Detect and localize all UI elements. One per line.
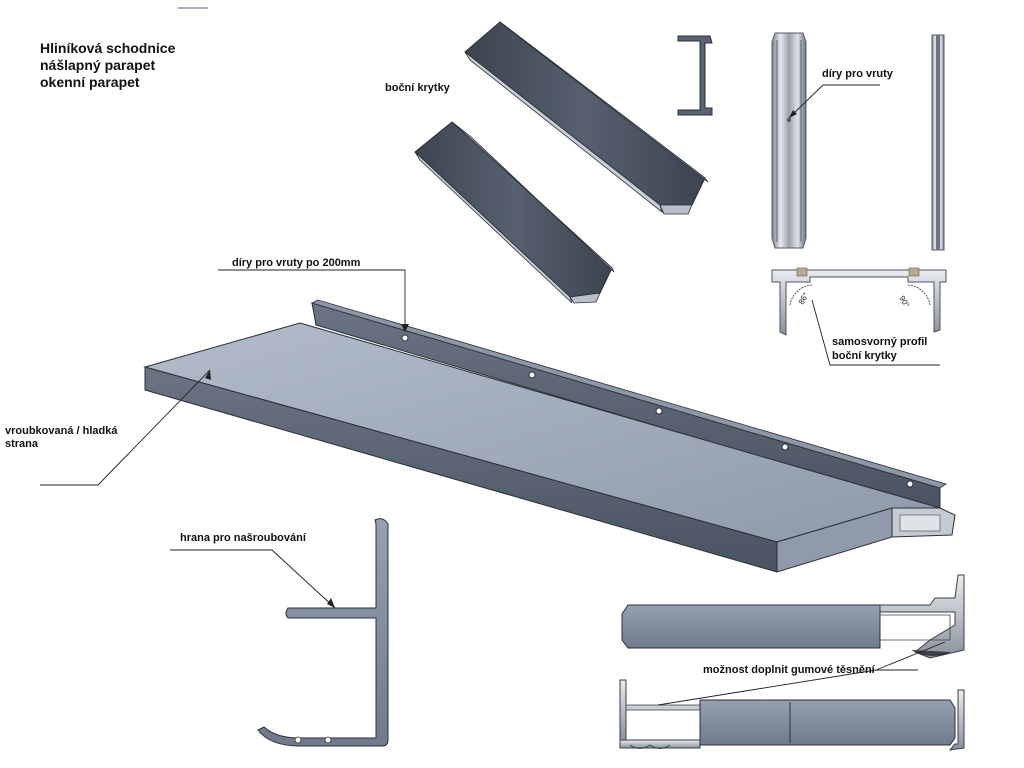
screw-hole-marker bbox=[787, 118, 791, 122]
seal-section-lower bbox=[619, 679, 965, 751]
screw-hole-5 bbox=[906, 480, 914, 488]
main-profile bbox=[143, 299, 956, 573]
cap-cross-section bbox=[677, 35, 713, 116]
label-surface-side: strana bbox=[5, 438, 39, 450]
arrowhead bbox=[789, 110, 797, 118]
arrowhead bbox=[327, 598, 335, 608]
screw-hole-2 bbox=[528, 371, 536, 379]
angle-left-label: 86° bbox=[797, 291, 811, 306]
l-section-profile bbox=[257, 518, 389, 747]
screw-hole-4 bbox=[781, 443, 789, 451]
label-self-locking-caps: boční krytky bbox=[832, 350, 897, 362]
diagram-title: Hliníková schodnice nášlapný parapet oke… bbox=[40, 40, 175, 91]
label-surface-type: vroubkovaná / hladká bbox=[5, 425, 118, 437]
label-screw-edge: hrana pro našroubování bbox=[180, 532, 306, 544]
side-cap-lower bbox=[414, 121, 615, 304]
cap-side-view bbox=[931, 34, 945, 251]
angle-right-label: 90° bbox=[897, 294, 911, 309]
cap-front-view bbox=[771, 32, 807, 249]
side-cap-upper bbox=[464, 21, 709, 215]
label-screw-holes-200mm: díry pro vruty po 200mm bbox=[232, 257, 361, 269]
cap-profile-angles: 86° 90° bbox=[771, 267, 947, 336]
title-line-2: nášlapný parapet bbox=[40, 57, 156, 73]
label-rubber-seal: možnost doplnit gumové těsnění bbox=[703, 664, 875, 676]
label-screw-holes: díry pro vruty bbox=[822, 68, 893, 80]
arrowhead bbox=[205, 370, 211, 380]
label-self-locking-profile: samosvorný profil bbox=[832, 336, 928, 348]
leader-lines bbox=[40, 84, 946, 706]
label-side-caps: boční krytky bbox=[385, 82, 450, 94]
screw-hole-1 bbox=[401, 334, 409, 342]
arrowhead bbox=[401, 324, 409, 332]
screw-hole-3 bbox=[655, 407, 663, 415]
seal-section-upper bbox=[621, 574, 965, 659]
title-line-3: okenní parapet bbox=[40, 74, 140, 90]
title-line-1: Hliníková schodnice bbox=[40, 40, 176, 56]
